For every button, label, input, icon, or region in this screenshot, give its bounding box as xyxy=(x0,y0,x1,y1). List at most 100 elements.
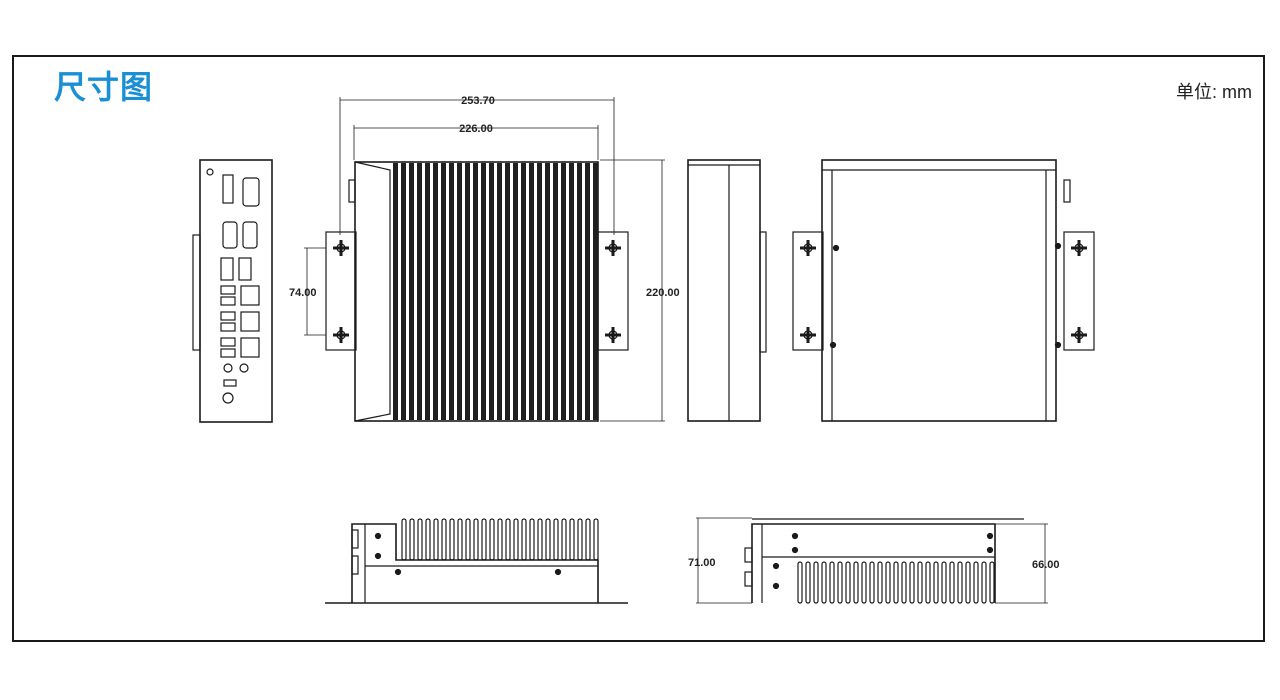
heatsink-fin xyxy=(577,163,582,420)
usb-port xyxy=(220,322,236,332)
profile-fin xyxy=(917,561,923,604)
mount-slot xyxy=(800,327,816,343)
dim-width-overall: 253.70 xyxy=(461,95,495,107)
profile-fin xyxy=(957,561,963,604)
profile-fin xyxy=(449,518,455,561)
mount-hole xyxy=(1074,243,1084,253)
heatsink-fin xyxy=(457,163,462,420)
heatsink-fin xyxy=(425,163,430,420)
usb-port xyxy=(220,285,236,295)
profile-fin xyxy=(585,518,591,561)
lan-port xyxy=(240,285,260,306)
mount-hole xyxy=(336,330,346,340)
heatsink-fin xyxy=(497,163,502,420)
profile-fin xyxy=(529,518,535,561)
profile-view-right: 71.00 66.00 xyxy=(688,517,1060,604)
mount-hole xyxy=(803,330,813,340)
profile-fin xyxy=(941,561,947,604)
page-title: 尺寸图 xyxy=(54,68,154,106)
heatsink-fin xyxy=(537,163,542,420)
profile-fin xyxy=(553,518,559,561)
profile-fin xyxy=(829,561,835,604)
mount-hole xyxy=(608,330,618,340)
profile-fin xyxy=(417,518,423,561)
dim-width-body: 226.00 xyxy=(459,123,493,135)
heatsink-fin xyxy=(409,163,414,420)
profile-fin xyxy=(457,518,463,561)
mount-hole xyxy=(336,243,346,253)
lan-port xyxy=(240,337,260,358)
profile-fin xyxy=(853,561,859,604)
profile-fin xyxy=(877,561,883,604)
profile-fin xyxy=(473,518,479,561)
profile-view-left xyxy=(325,518,628,604)
profile-fin xyxy=(821,561,827,604)
mount-slot xyxy=(800,240,816,256)
heatsink-fin xyxy=(473,163,478,420)
side-view xyxy=(687,159,767,422)
heatsink-fin xyxy=(505,163,510,420)
lan-port xyxy=(240,311,260,332)
profile-fin xyxy=(513,518,519,561)
profile-fin xyxy=(593,518,599,561)
heatsink-fin xyxy=(417,163,422,420)
mount-hole xyxy=(1074,330,1084,340)
io-panel-view xyxy=(192,159,273,423)
dim-mount-spacing: 74.00 xyxy=(289,287,317,299)
profile-fin xyxy=(845,561,851,604)
heatsink-fin xyxy=(553,163,558,420)
profile-fin xyxy=(989,561,995,604)
mount-hole xyxy=(608,243,618,253)
profile-fin xyxy=(425,518,431,561)
profile-fin xyxy=(441,518,447,561)
profile-fin xyxy=(545,518,551,561)
profile-fin xyxy=(861,561,867,604)
heatsink-fin xyxy=(593,163,598,420)
profile-fin xyxy=(813,561,819,604)
heatsink-fin xyxy=(449,163,454,420)
heatsink-fin xyxy=(401,163,406,420)
profile-fin xyxy=(521,518,527,561)
profile-fin xyxy=(933,561,939,604)
mount-slot xyxy=(333,240,349,256)
profile-fin xyxy=(497,518,503,561)
profile-fin xyxy=(561,518,567,561)
profile-fin xyxy=(901,561,907,604)
heatsink-fin xyxy=(433,163,438,420)
dim-side-height-overall: 71.00 xyxy=(688,557,716,569)
profile-fin xyxy=(577,518,583,561)
profile-fin xyxy=(465,518,471,561)
profile-fin xyxy=(569,518,575,561)
profile-fin xyxy=(965,561,971,604)
profile-fin xyxy=(973,561,979,604)
heatsink-fin xyxy=(513,163,518,420)
profile-fin xyxy=(925,561,931,604)
bottom-view xyxy=(792,159,1095,422)
profile-fin xyxy=(433,518,439,561)
profile-fin xyxy=(481,518,487,561)
mount-slot xyxy=(333,327,349,343)
dim-height-front: 220.00 xyxy=(646,287,680,299)
profile-fin xyxy=(401,518,407,561)
mount-slot xyxy=(605,240,621,256)
profile-fin xyxy=(489,518,495,561)
profile-fin xyxy=(885,561,891,604)
heatsink-fin xyxy=(393,163,398,420)
heatsink-fin xyxy=(481,163,486,420)
usb-port xyxy=(220,296,236,306)
heatsink-fin xyxy=(529,163,534,420)
profile-fin xyxy=(949,561,955,604)
mount-slot xyxy=(1071,240,1087,256)
heatsink-fin xyxy=(521,163,526,420)
profile-fin xyxy=(797,561,803,604)
heatsink-fin xyxy=(465,163,470,420)
profile-fin xyxy=(805,561,811,604)
usb-port xyxy=(220,348,236,358)
dim-side-height-body: 66.00 xyxy=(1032,559,1060,571)
profile-fin xyxy=(869,561,875,604)
heatsink-fin xyxy=(561,163,566,420)
heatsink-fin xyxy=(489,163,494,420)
mount-slot xyxy=(605,327,621,343)
